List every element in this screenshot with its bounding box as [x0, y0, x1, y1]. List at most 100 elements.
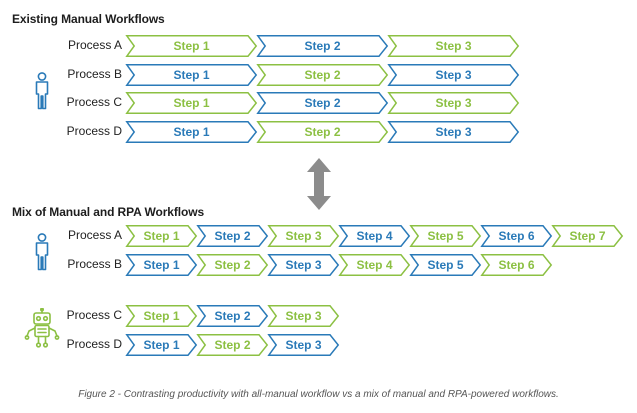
chevron-shape: [125, 64, 258, 86]
chevron-shape: [338, 254, 411, 276]
step-label: Step 3: [435, 125, 472, 139]
step-chevron: Step 2: [196, 254, 269, 276]
step-chevron: Step 2: [256, 64, 389, 86]
process-label: Process B: [67, 257, 122, 271]
step-chevron: Step 1: [125, 92, 258, 114]
process-label: Process B: [67, 67, 122, 81]
robot-icon: [24, 308, 60, 348]
existing-workflows-title: Existing Manual Workflows: [12, 12, 165, 26]
chevron-shape: [338, 225, 411, 247]
step-chevron: Step 3: [267, 254, 340, 276]
process-label: Process D: [66, 124, 122, 138]
chevron-shape: [267, 305, 340, 327]
step-chevron: Step 2: [256, 92, 389, 114]
step-label: Step 5: [427, 229, 464, 243]
chevron-shape: [267, 225, 340, 247]
step-chevron: Step 2: [196, 225, 269, 247]
chevron-shape: [256, 92, 389, 114]
chevron-shape: [196, 225, 269, 247]
step-label: Step 3: [285, 258, 322, 272]
step-label: Step 5: [427, 258, 464, 272]
chevron-shape: [409, 225, 482, 247]
step-chevron: Step 2: [196, 305, 269, 327]
step-label: Step 6: [498, 229, 535, 243]
step-chevron: Step 7: [551, 225, 624, 247]
step-chevron: Step 5: [409, 225, 482, 247]
person-icon: [35, 233, 49, 271]
process-label: Process C: [66, 308, 122, 322]
step-chevron: Step 1: [125, 64, 258, 86]
process-label: Process A: [67, 38, 122, 52]
step-chevron: Step 1: [125, 254, 198, 276]
step-chevron: Step 3: [387, 121, 520, 143]
chevron-shape: [387, 92, 520, 114]
chevron-shape: [409, 254, 482, 276]
chevron-shape: [256, 121, 389, 143]
step-chevron: Step 1: [125, 35, 258, 57]
chevron-shape: [387, 121, 520, 143]
chevron-shape: [125, 225, 198, 247]
step-chevron: Step 2: [196, 334, 269, 356]
step-chevron: Step 1: [125, 334, 198, 356]
step-chevron: Step 3: [267, 305, 340, 327]
step-label: Step 1: [173, 96, 210, 110]
chevron-shape: [551, 225, 624, 247]
step-chevron: Step 2: [256, 121, 389, 143]
step-label: Step 1: [143, 338, 180, 352]
step-chevron: Step 4: [338, 225, 411, 247]
step-label: Step 3: [435, 39, 472, 53]
chevron-shape: [267, 334, 340, 356]
chevron-shape: [196, 334, 269, 356]
step-chevron: Step 5: [409, 254, 482, 276]
step-chevron: Step 3: [387, 92, 520, 114]
double-arrow-icon: [307, 158, 331, 210]
step-label: Step 2: [214, 229, 251, 243]
step-label: Step 2: [214, 258, 251, 272]
step-label: Step 1: [173, 125, 210, 139]
process-label: Process A: [67, 228, 122, 242]
chevron-shape: [125, 305, 198, 327]
step-label: Step 2: [304, 96, 341, 110]
chevron-shape: [480, 225, 553, 247]
step-label: Step 3: [435, 96, 472, 110]
step-chevron: Step 6: [480, 225, 553, 247]
step-label: Step 2: [304, 68, 341, 82]
chevron-shape: [256, 64, 389, 86]
mix-workflows-title: Mix of Manual and RPA Workflows: [12, 205, 205, 219]
step-chevron: Step 2: [256, 35, 389, 57]
chevron-shape: [387, 64, 520, 86]
step-label: Step 3: [285, 309, 322, 323]
step-label: Step 2: [214, 338, 251, 352]
person-icon: [35, 72, 49, 110]
chevron-shape: [387, 35, 520, 57]
step-label: Step 2: [304, 125, 341, 139]
step-label: Step 1: [173, 39, 210, 53]
chevron-shape: [125, 35, 258, 57]
step-label: Step 4: [356, 258, 393, 272]
chevron-shape: [125, 254, 198, 276]
step-label: Step 3: [435, 68, 472, 82]
chevron-shape: [125, 121, 258, 143]
step-label: Step 6: [498, 258, 535, 272]
step-chevron: Step 1: [125, 225, 198, 247]
step-label: Step 3: [285, 338, 322, 352]
step-chevron: Step 3: [387, 35, 520, 57]
step-label: Step 1: [143, 229, 180, 243]
step-chevron: Step 4: [338, 254, 411, 276]
step-chevron: Step 3: [267, 225, 340, 247]
step-label: Step 1: [143, 258, 180, 272]
chevron-shape: [196, 254, 269, 276]
step-chevron: Step 3: [267, 334, 340, 356]
step-chevron: Step 3: [387, 64, 520, 86]
process-label: Process D: [66, 337, 122, 351]
chevron-shape: [267, 254, 340, 276]
chevron-shape: [196, 305, 269, 327]
step-chevron: Step 1: [125, 121, 258, 143]
step-chevron: Step 6: [480, 254, 553, 276]
step-label: Step 1: [143, 309, 180, 323]
step-label: Step 4: [356, 229, 393, 243]
figure-caption: Figure 2 - Contrasting productivity with…: [78, 389, 559, 400]
step-label: Step 1: [173, 68, 210, 82]
chevron-shape: [256, 35, 389, 57]
chevron-shape: [480, 254, 553, 276]
